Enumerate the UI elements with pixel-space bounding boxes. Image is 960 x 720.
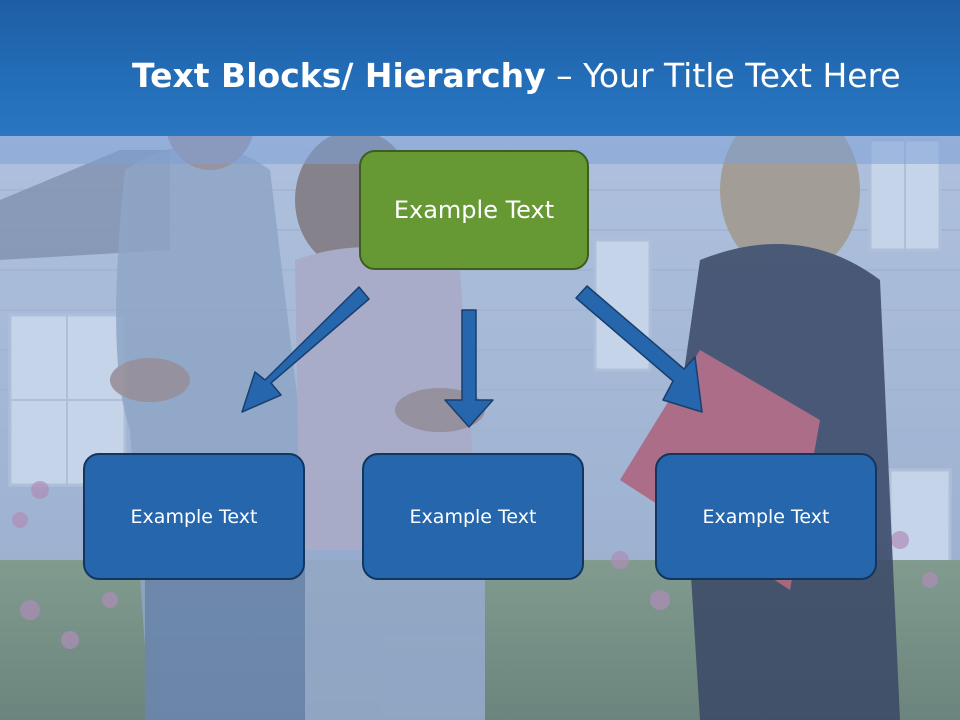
slide-title: Text Blocks/ Hierarchy – Your Title Text… <box>132 54 901 98</box>
child-box-right: Example Text <box>655 453 877 580</box>
title-bar <box>0 0 960 136</box>
root-box: Example Text <box>359 150 589 270</box>
child-box-left: Example Text <box>83 453 305 580</box>
child-box-label: Example Text <box>130 505 258 528</box>
slide-title-rest: – Your Title Text Here <box>545 56 901 95</box>
child-box-label: Example Text <box>409 505 537 528</box>
root-box-label: Example Text <box>393 196 555 224</box>
child-box-label: Example Text <box>702 505 830 528</box>
slide-title-bold: Text Blocks/ Hierarchy <box>132 56 546 95</box>
child-box-middle: Example Text <box>362 453 584 580</box>
